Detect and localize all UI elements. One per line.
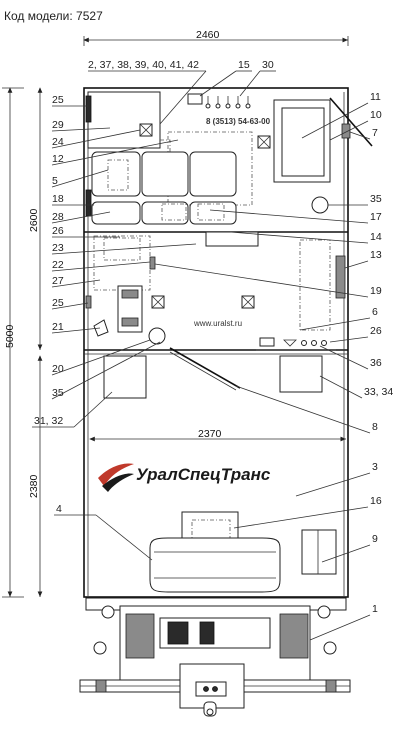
callout-36: 36	[370, 357, 382, 369]
total-length-value: 5000	[4, 324, 16, 348]
callout-7: 7	[372, 127, 378, 139]
rear-section-value: 2380	[28, 474, 40, 498]
callout-35a: 35	[52, 387, 64, 399]
callout-29: 29	[52, 119, 64, 131]
inner-width-value: 2370	[198, 428, 222, 440]
callout-33-34: 33, 34	[364, 386, 393, 398]
chassis-hitch	[79, 597, 351, 717]
callout-1: 1	[372, 603, 378, 615]
callout-3: 3	[372, 461, 378, 473]
callout-27: 27	[52, 275, 64, 287]
spare-wheel	[149, 537, 281, 593]
callout-28: 28	[52, 211, 64, 223]
callout-11: 11	[370, 91, 381, 103]
callout-12: 12	[52, 153, 64, 165]
front-section-value: 2600	[28, 208, 40, 232]
callout-18: 18	[52, 193, 64, 205]
callout-9: 9	[372, 533, 378, 545]
callout-30: 30	[262, 59, 274, 71]
middle-compartment: www.uralst.ru	[85, 231, 346, 351]
right-callouts: 11 10 7 35 17 14 13 19 6 26 36 33, 34 8	[154, 91, 393, 434]
callout-8: 8	[372, 421, 378, 433]
callout-10: 10	[370, 109, 382, 121]
model-code-label: Код модели: 7527	[4, 9, 103, 23]
callout-5: 5	[52, 175, 58, 187]
dimension-total-length: 5000	[2, 87, 24, 598]
socket-bank	[205, 96, 251, 109]
callout-19: 19	[370, 285, 382, 297]
dimension-inner-width: 2370	[89, 428, 346, 442]
dimension-total-width: 2460	[83, 29, 349, 46]
callout-22: 22	[52, 259, 64, 271]
company-logo: УралСпецТранс	[98, 463, 271, 492]
callout-35b: 35	[370, 193, 382, 205]
callout-top-group: 2, 37, 38, 39, 40, 41, 42	[88, 59, 199, 71]
callout-25a: 25	[52, 94, 64, 106]
callout-15: 15	[238, 59, 250, 71]
callout-21: 21	[52, 321, 64, 333]
callout-14: 14	[370, 231, 382, 243]
top-compartment: 8 (3513) 54-63-00	[85, 91, 373, 225]
callout-6: 6	[372, 306, 378, 318]
total-width-value: 2460	[196, 29, 220, 41]
callout-4: 4	[56, 503, 62, 515]
logo-text: УралСпецТранс	[136, 465, 271, 484]
callout-26b: 26	[370, 325, 382, 337]
callout-17: 17	[370, 211, 382, 223]
callout-16: 16	[370, 495, 382, 507]
callout-23: 23	[52, 242, 64, 254]
callout-26a: 26	[52, 225, 64, 237]
left-callouts: 25 29 24 12 5 18 28 26 23 22 27 25 21 20…	[51, 94, 197, 400]
callout-20: 20	[52, 363, 64, 375]
phone-number: 8 (3513) 54-63-00	[206, 117, 271, 126]
website-url: www.uralst.ru	[193, 319, 242, 328]
callout-13: 13	[370, 249, 382, 261]
callout-24: 24	[52, 136, 64, 148]
sofa	[91, 151, 237, 225]
callout-31-32: 31, 32	[34, 415, 63, 427]
dimension-rear-section: 2380	[28, 355, 43, 597]
dimension-front-section: 2600	[28, 87, 43, 350]
rear-compartment: УралСпецТранс	[98, 347, 337, 593]
callout-25b: 25	[52, 297, 64, 309]
